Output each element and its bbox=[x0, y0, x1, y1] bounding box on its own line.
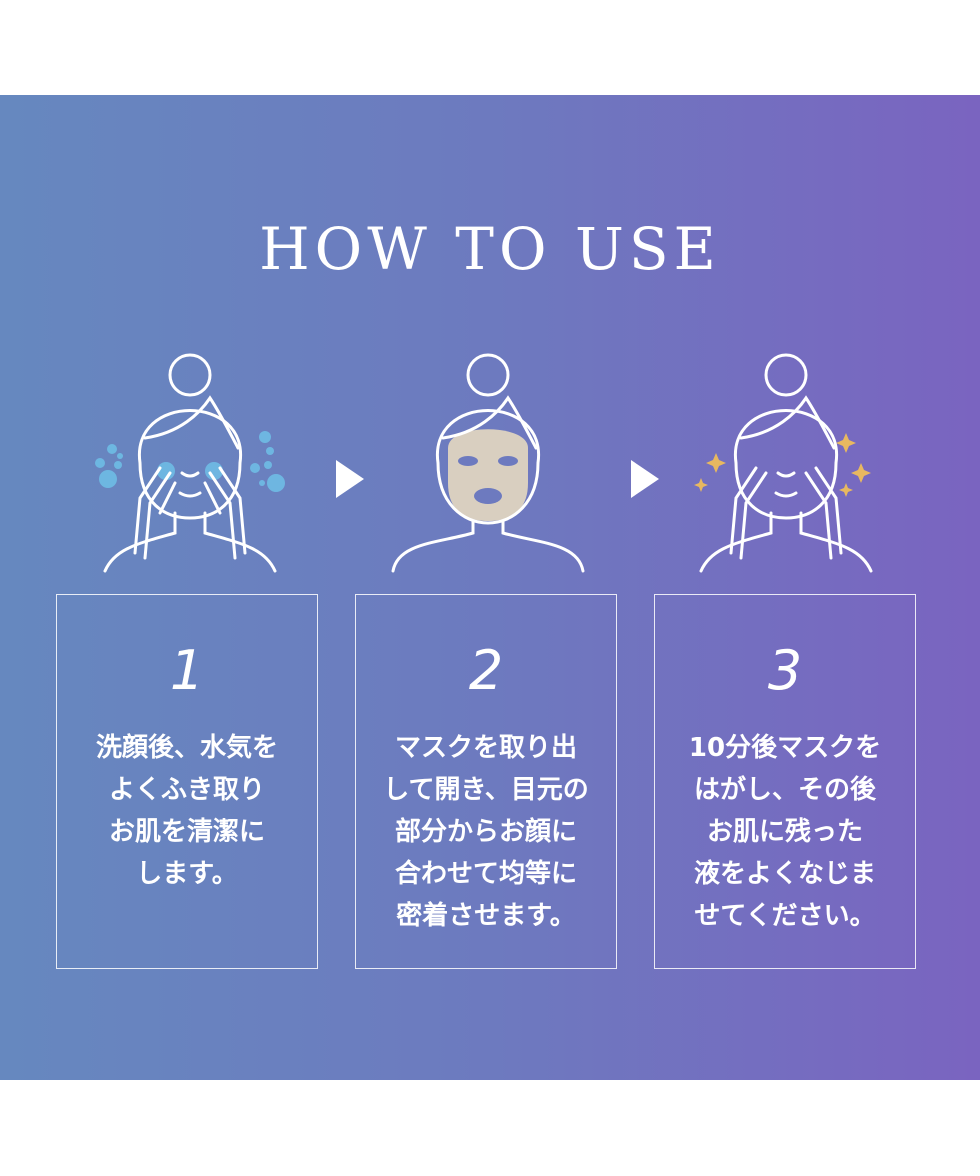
page-title: HOW TO USE bbox=[259, 215, 721, 283]
face-washing-illustration bbox=[95, 353, 285, 573]
how-to-use-panel: HOW TO USE bbox=[0, 95, 980, 1080]
finish-illustration bbox=[694, 353, 873, 573]
step-description: 10分後マスクを はがし、その後 お肌に残った 液をよくなじま せてください。 bbox=[688, 733, 882, 931]
step-number: 1 bbox=[169, 639, 205, 702]
next-arrow-icon bbox=[336, 460, 364, 498]
step-description: マスクを取り出 して開き、目元の 部分からお顔に 合わせて均等に 密着させます。 bbox=[383, 733, 589, 931]
bubbles-icon bbox=[95, 431, 285, 492]
step-card-1: 1 洗顔後、水気を よくふき取り お肌を清潔に します。 bbox=[56, 594, 318, 969]
next-arrow-icon bbox=[631, 460, 659, 498]
sheet-mask-illustration bbox=[391, 353, 585, 573]
sparkle-icon bbox=[694, 433, 871, 497]
step-number: 3 bbox=[767, 639, 803, 702]
step-card-3: 3 10分後マスクを はがし、その後 お肌に残った 液をよくなじま せてください… bbox=[654, 594, 916, 969]
step-card-2: 2 マスクを取り出 して開き、目元の 部分からお顔に 合わせて均等に 密着させま… bbox=[355, 594, 617, 969]
step-description: 洗顔後、水気を よくふき取り お肌を清潔に します。 bbox=[95, 733, 278, 889]
step-number: 2 bbox=[468, 639, 504, 702]
